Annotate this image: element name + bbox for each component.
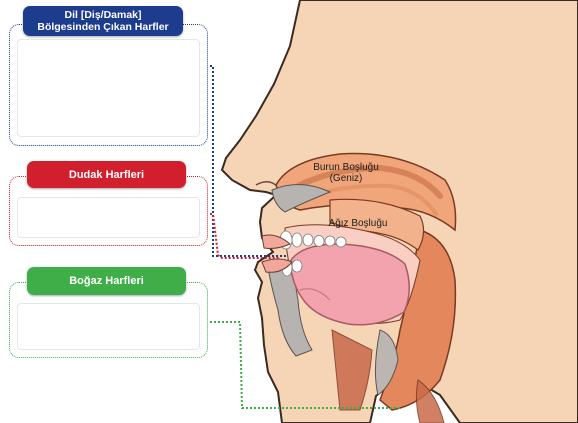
- oral-cavity-label: Ağız Boşluğu: [329, 218, 388, 229]
- lip-letters-answer-area[interactable]: [17, 197, 200, 238]
- tongue-letters-box: [9, 24, 208, 146]
- nasal-cavity-label: Burun Boşluğu: [313, 162, 379, 173]
- throat-letters-title: Boğaz Harfleri: [27, 267, 186, 295]
- tongue-letters-title-line1: Dil [Diş/Damak]: [23, 9, 183, 21]
- lip-letters-title-text: Dudak Harfleri: [27, 169, 186, 181]
- throat-letters-answer-area[interactable]: [17, 303, 200, 350]
- nasal-cavity-sublabel: (Geniz): [330, 173, 363, 184]
- tongue-letters-title: Dil [Diş/Damak] Bölgesinden Çıkan Harfle…: [23, 6, 183, 36]
- tongue-letters-title-line2: Bölgesinden Çıkan Harfler: [23, 21, 183, 33]
- throat-letters-title-text: Boğaz Harfleri: [27, 275, 186, 287]
- tongue-letters-answer-area[interactable]: [17, 39, 200, 137]
- lip-letters-title: Dudak Harfleri: [27, 161, 186, 188]
